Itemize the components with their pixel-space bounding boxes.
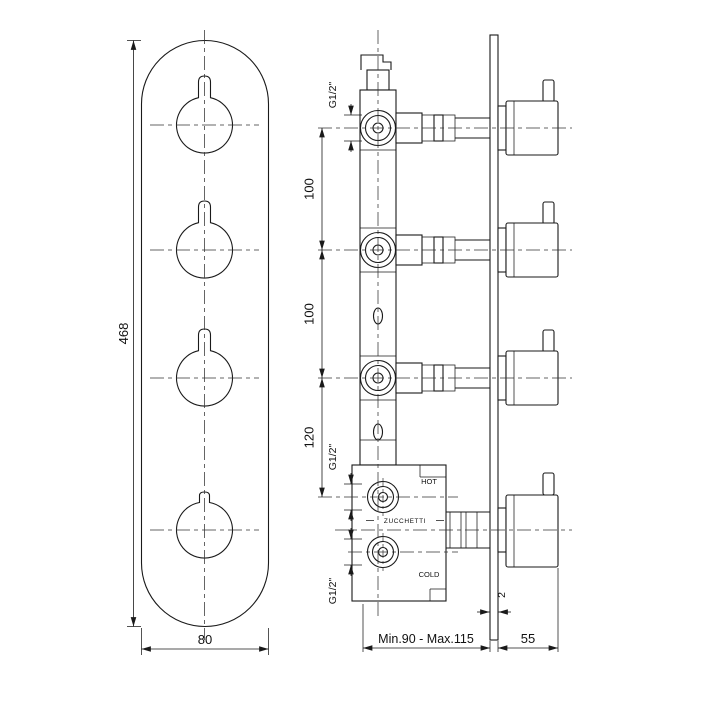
handle-depth-label: 55 [521, 631, 535, 646]
width-dimension: 80 [141, 628, 269, 655]
mounting-tab [360, 54, 392, 70]
thread-callout-top: G1/2" [327, 81, 362, 152]
spacing-dimension-label: 100 [302, 178, 317, 200]
thread-size-label: G1/2" [327, 443, 339, 470]
mixer-block: HOT ZUCCHETTI COLD [351, 464, 447, 602]
section-view: HOT ZUCCHETTI COLD [302, 30, 572, 652]
handle-body [505, 494, 559, 568]
depth-dimensions: Min.90 - Max.115 55 [362, 568, 559, 652]
handle-1 [497, 79, 559, 156]
thread-size-label: G1/2" [327, 577, 339, 604]
wall-thickness-label: 2 [496, 592, 508, 598]
front-view: 468 80 [116, 30, 270, 655]
wall-plate [489, 34, 499, 641]
handle-2 [497, 201, 559, 278]
handle-3 [497, 329, 559, 406]
brand-label: ZUCCHETTI [384, 518, 426, 525]
handle-lever [542, 329, 555, 353]
spacing-dimensions: 100 100 120 [302, 128, 325, 497]
handle-lever [542, 79, 555, 103]
mixer-block-outline [351, 464, 447, 602]
handle-lever [542, 472, 555, 496]
wall-thickness-dimension: 2 [477, 592, 511, 615]
handle-lever [542, 201, 555, 225]
spacing-dimension-label: 120 [302, 427, 317, 449]
thread-callout-cold: G1/2" [327, 528, 362, 604]
hot-label: HOT [421, 477, 437, 486]
handle-4 [497, 472, 559, 568]
height-dimension: 468 [116, 40, 141, 627]
cold-label: COLD [419, 570, 440, 579]
thread-size-label: G1/2" [327, 81, 339, 108]
thread-callout-hot: G1/2" [327, 443, 362, 521]
depth-range-label: Min.90 - Max.115 [378, 632, 474, 646]
width-dimension-label: 80 [198, 632, 212, 647]
spacing-dimension-label: 100 [302, 303, 317, 325]
height-dimension-label: 468 [116, 323, 131, 345]
